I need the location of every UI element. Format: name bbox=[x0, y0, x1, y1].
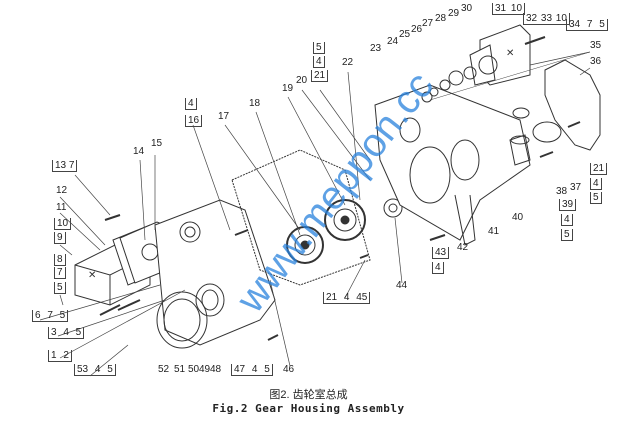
callout-label: 17 bbox=[218, 111, 230, 122]
hydraulic-pump: ✕ bbox=[469, 24, 531, 86]
callout-label: 26 bbox=[411, 24, 423, 35]
callout-label: 27 bbox=[422, 18, 434, 29]
callout-label: 37 bbox=[570, 182, 582, 193]
callout-label: 19 bbox=[282, 83, 294, 94]
callout-label: 7 bbox=[54, 267, 66, 279]
callout-label: 3 4 5 bbox=[48, 327, 85, 339]
callout-label: 20 bbox=[296, 75, 308, 86]
callout-label: 31 10 bbox=[492, 3, 526, 15]
bearing-stack bbox=[421, 66, 477, 103]
timing-cover bbox=[154, 199, 276, 346]
callout-label: 1 2 bbox=[48, 350, 72, 362]
gear-right bbox=[324, 199, 366, 241]
caption-english: Fig.2 Gear Housing Assembly bbox=[212, 402, 405, 415]
callout-label: 15 bbox=[151, 138, 163, 149]
callout-label: 6 7 5 bbox=[32, 310, 69, 322]
callout-label: 10 bbox=[54, 218, 72, 230]
callout-label: 5 bbox=[313, 42, 325, 54]
callout-label: 4 bbox=[561, 214, 573, 226]
callout-label: 24 bbox=[387, 36, 399, 47]
callout-label: 29 bbox=[448, 8, 460, 19]
gear-left bbox=[286, 226, 324, 264]
callout-label: 12 bbox=[56, 185, 68, 196]
callout-label: 52 bbox=[158, 364, 170, 375]
callout-label: 21 bbox=[311, 70, 329, 82]
caption-chinese: 图2. 齿轮室总成 bbox=[269, 389, 348, 401]
callout-label: 4 bbox=[432, 262, 444, 274]
callout-label: 48 bbox=[210, 364, 222, 375]
callout-label: 14 bbox=[133, 146, 145, 157]
callout-label: 5 bbox=[54, 282, 66, 294]
callout-label: 38 bbox=[556, 186, 568, 197]
callout-label: 18 bbox=[249, 98, 261, 109]
callout-label: 5 bbox=[561, 229, 573, 241]
svg-text:✕: ✕ bbox=[88, 270, 96, 281]
mounting-bracket bbox=[544, 59, 601, 151]
gasket bbox=[231, 149, 371, 286]
callout-label: 39 bbox=[559, 199, 577, 211]
callout-label: 5 bbox=[590, 192, 602, 204]
callout-label: 8 bbox=[54, 254, 66, 266]
callout-label: 32 33 10 bbox=[523, 13, 570, 25]
callout-label: 36 bbox=[590, 56, 602, 67]
callout-label: 46 bbox=[283, 364, 295, 375]
callout-label: 16 bbox=[185, 115, 203, 127]
callout-label: 4 bbox=[313, 56, 325, 68]
callout-label: 53 4 5 bbox=[74, 364, 116, 376]
callout-label: 49 bbox=[199, 364, 211, 375]
callout-label: 35 bbox=[590, 40, 602, 51]
callout-label: 50 bbox=[188, 364, 200, 375]
callout-label: 43 bbox=[432, 247, 450, 259]
callout-label: 41 bbox=[488, 226, 500, 237]
callout-label: 9 bbox=[54, 232, 66, 244]
callout-label: 51 bbox=[174, 364, 186, 375]
callout-label: 44 bbox=[396, 280, 408, 291]
callout-label: 13 7 bbox=[52, 160, 78, 172]
callout-label: 11 bbox=[56, 202, 67, 213]
callout-label: 25 bbox=[399, 29, 411, 40]
callout-label: 4 bbox=[185, 98, 197, 110]
callout-label: 23 bbox=[370, 43, 382, 54]
callout-label: 34 7 5 bbox=[566, 19, 608, 31]
callout-label: 30 bbox=[461, 3, 473, 14]
callout-label: 40 bbox=[512, 212, 524, 223]
callout-label: 22 bbox=[342, 57, 354, 68]
callout-label: 47 4 5 bbox=[231, 364, 273, 376]
callout-label: 28 bbox=[435, 13, 447, 24]
callout-label: 21 bbox=[590, 163, 608, 175]
svg-text:✕: ✕ bbox=[506, 48, 514, 59]
gear-housing bbox=[374, 84, 531, 241]
callout-label: 42 bbox=[457, 242, 469, 253]
callout-label: 4 bbox=[590, 178, 602, 190]
callout-label: 21 4 45 bbox=[323, 292, 371, 304]
